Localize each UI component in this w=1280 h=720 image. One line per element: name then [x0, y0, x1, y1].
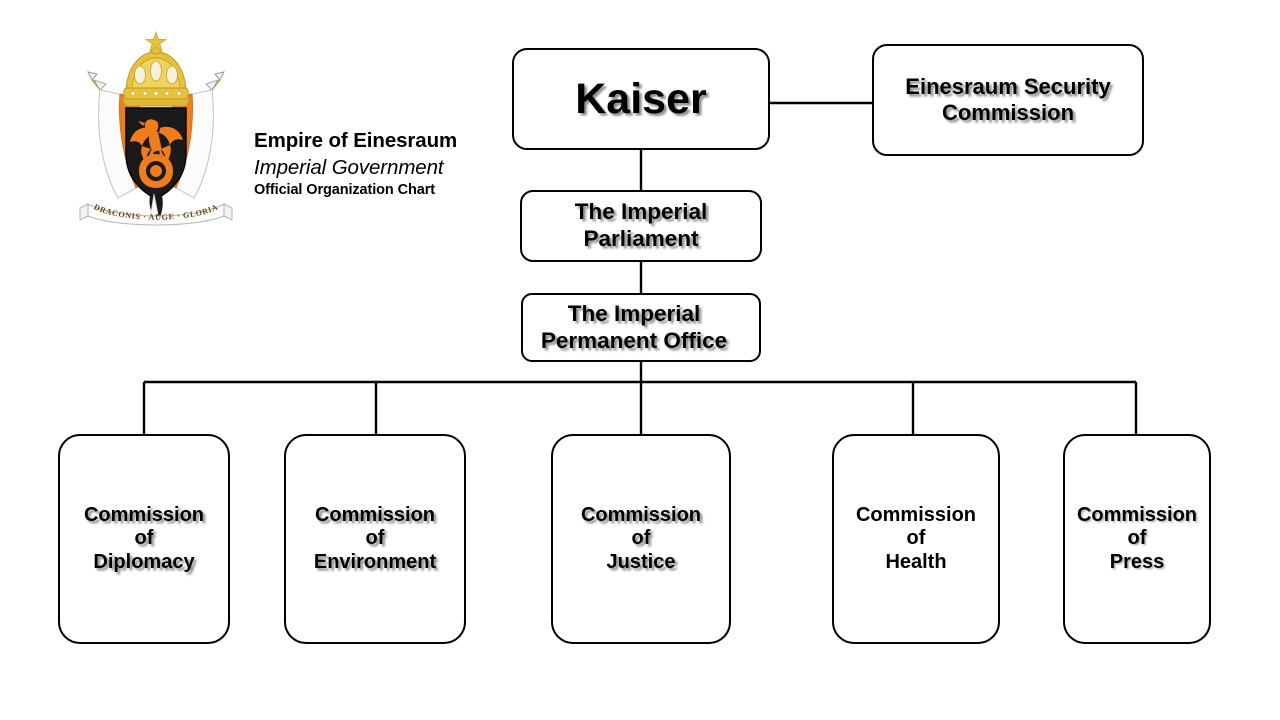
press-line-1: Commission	[1076, 503, 1198, 526]
environment-line-1: Commission	[314, 503, 436, 526]
diplomacy-line-3: Diplomacy	[93, 550, 195, 573]
dragon-emblem-icon	[130, 119, 183, 188]
justice-line-1: Commission	[580, 503, 702, 526]
imperial-coat-of-arms-icon: DRACONIS · AUGE · GLORIA	[70, 28, 242, 228]
justice-line-3: Justice	[606, 550, 676, 573]
press-line-2: of	[1127, 527, 1147, 550]
press-line-3: Press	[1109, 550, 1165, 573]
crown-icon	[121, 30, 191, 107]
node-commission-of-environment[interactable]: Commission of Environment	[284, 434, 466, 644]
parliament-line-2: Parliament	[583, 226, 699, 251]
node-commission-of-justice[interactable]: Commission of Justice	[551, 434, 731, 644]
diplomacy-line-2: of	[134, 527, 154, 550]
security-line-2: Commission	[941, 100, 1075, 125]
branding-text: Empire of Einesraum Imperial Government …	[254, 55, 457, 201]
branding-block: DRACONIS · AUGE · GLORIA Empire of Eines…	[70, 28, 490, 228]
parliament-line-1: The Imperial	[574, 199, 708, 225]
node-imperial-permanent-office[interactable]: The Imperial Permanent Office	[521, 293, 761, 362]
node-einesraum-security-commission[interactable]: Einesraum Security Commission	[872, 44, 1144, 156]
node-imperial-parliament[interactable]: The Imperial Parliament	[520, 190, 762, 262]
node-kaiser[interactable]: Kaiser	[512, 48, 770, 150]
security-line-1: Einesraum Security	[905, 74, 1111, 100]
chart-subtitle: Official Organization Chart	[254, 182, 435, 199]
health-line-1: Commission	[855, 503, 977, 526]
node-commission-of-press[interactable]: Commission of Press	[1063, 434, 1211, 644]
environment-line-2: of	[365, 527, 385, 550]
office-line-2: Permanent Office	[540, 327, 728, 353]
health-line-2: of	[906, 527, 926, 550]
office-line-1: The Imperial	[567, 300, 701, 326]
node-commission-of-health[interactable]: Commission of Health	[832, 434, 1000, 644]
health-line-3: Health	[885, 550, 947, 573]
empire-name: Empire of Einesraum	[254, 129, 458, 153]
diplomacy-line-1: Commission	[83, 503, 205, 526]
government-subtitle: Imperial Government	[254, 156, 444, 180]
node-commission-of-diplomacy[interactable]: Commission of Diplomacy	[58, 434, 230, 644]
justice-line-2: of	[631, 527, 651, 550]
environment-line-3: Environment	[313, 550, 437, 573]
